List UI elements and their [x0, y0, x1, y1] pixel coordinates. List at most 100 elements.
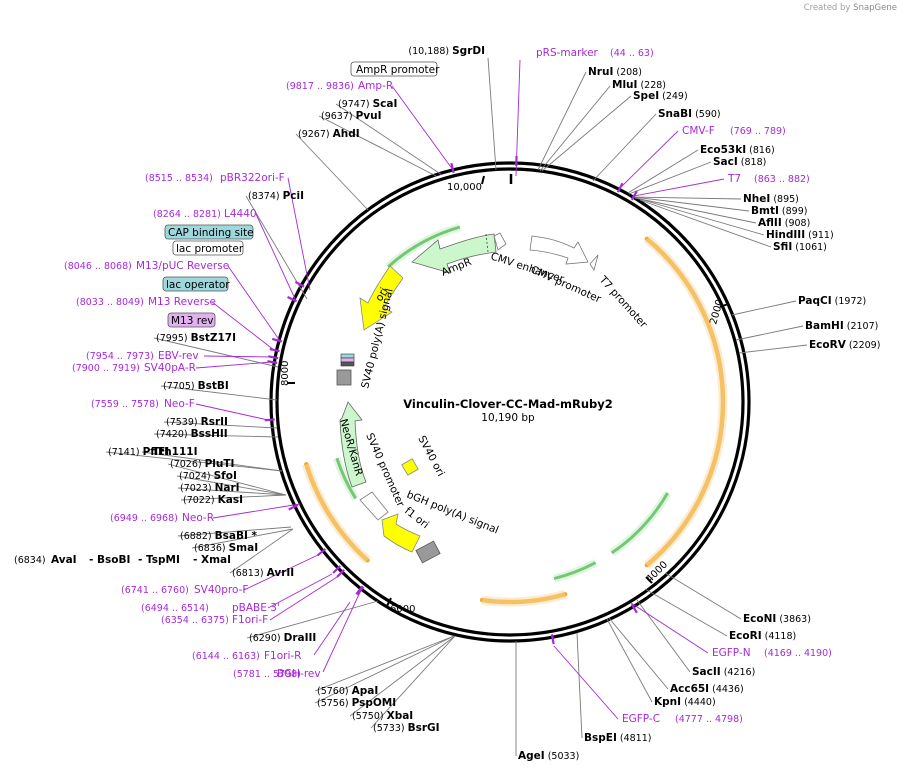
site-label-nrui: NruI (208) [588, 66, 642, 78]
primer-position-prs-marker: (44 .. 63) [610, 48, 654, 59]
tick-6000 [386, 597, 392, 607]
primer-position-amp-r: (9817 .. 9836) [286, 81, 354, 92]
site-position: (5733) [373, 723, 408, 734]
site-xmai: - XmaI [193, 554, 231, 566]
site-position: (7022) [183, 495, 218, 506]
site-label-rsrii: (7539) RsrII [166, 416, 228, 428]
site-position: (7539) [166, 417, 201, 428]
primer-tick-m13-puc-reverse [271, 337, 283, 343]
cds-clover-halo [609, 490, 672, 557]
leader-lines [105, 57, 808, 756]
primer-tick-cmv-f [616, 182, 624, 193]
site-name: BstZ17I [191, 332, 236, 344]
site-label-tth111i: - Tth111I [144, 446, 198, 458]
site-pcii: (8374) PciI [248, 190, 304, 202]
site-leader-hindiii [635, 197, 765, 236]
site-name: AvrII [267, 567, 295, 579]
site-position: (6836) [194, 543, 229, 554]
site-name: AhdI [333, 128, 360, 140]
boxed-label-lac-promoter: lac promoter [172, 240, 244, 256]
site-leader-nari [177, 487, 287, 496]
site-label-bstz17i: (7995) BstZ17I [156, 332, 236, 344]
site-leader-bsabi [177, 526, 292, 537]
site-position: (818) [738, 157, 767, 168]
site-bspei: BspEI (4811) [584, 732, 651, 744]
site-name: ScaI [373, 98, 398, 110]
primer-prs-marker: pRS-marker(44 .. 63) [536, 47, 654, 59]
site-leader-bsshii [153, 433, 279, 438]
site-bstz17i: (7995) BstZ17I [156, 332, 236, 344]
tick-10000 [481, 175, 485, 185]
site-apai: (5760) ApaI [317, 685, 378, 697]
site-label-xbai: (5750) XbaI [352, 710, 413, 722]
primer-tick-ebv-rev [268, 355, 279, 360]
feature-neor-kanr-arrow [339, 401, 367, 488]
site-position: (208) [613, 67, 642, 78]
site-label-ahdi: (9267) AhdI [298, 128, 360, 140]
primer-position-l4440: (8264 .. 8281) [153, 209, 221, 220]
site-sfii: SfiI (1061) [773, 241, 827, 253]
site-name: BsaBI * [215, 530, 258, 542]
site-name: AgeI [518, 750, 545, 762]
feature-ampr-promoter-arrow [493, 232, 507, 251]
site-position: (9267) [298, 129, 333, 140]
site-label-avrii: (6813) AvrII [232, 567, 294, 579]
site-position: (9747) [338, 99, 373, 110]
snapgene-credit: Created by SnapGene [804, 3, 897, 13]
feature-t7-promoter-arrow [589, 254, 599, 271]
primer-tick-m13-reverse [269, 347, 280, 353]
boxed-label-ampr-promoter: AmpR promoter [350, 61, 440, 77]
site-position: (7705) [163, 381, 198, 392]
site-label-ecorv: EcoRV (2209) [809, 339, 880, 351]
site-name: BstBI [198, 380, 229, 392]
site-label-spei: SpeI (249) [633, 90, 688, 102]
primer-ticks [264, 156, 638, 645]
site-position: (4216) [721, 667, 756, 678]
primer-leader-l4440 [255, 213, 297, 302]
site-position: (911) [805, 230, 834, 241]
site-kasi: (7022) KasI [183, 494, 243, 506]
primer-position-pbabe-3: (6494 .. 6514) [141, 603, 209, 614]
primer-name-amp-r: Amp-R [358, 80, 393, 92]
site-smai: (6836) SmaI [194, 542, 258, 554]
feature-sv40-promoter-arrow [359, 491, 389, 521]
site-label-bsobi: - BsoBI [89, 554, 130, 566]
site-position: (5750) [352, 711, 387, 722]
site-position: (7026) [170, 459, 205, 470]
primer-leader-egfp-n [630, 602, 709, 654]
site-snabi: SnaBI (590) [658, 108, 721, 120]
orf-arcs [302, 235, 728, 607]
tick-label-10000: 10,000 [447, 182, 482, 193]
ampr-promoter-label: AmpR promoter [356, 64, 440, 76]
boxed-label-cap-binding-site: CAP binding site [164, 224, 254, 240]
site-position: (4118) [762, 631, 797, 642]
site-leader-bspei [576, 632, 583, 739]
feature-cmv-promoter-label: CMV promoter [529, 264, 604, 306]
primer-position-cmv-f: (769 .. 789) [730, 126, 786, 137]
site-position: (7024) [179, 471, 214, 482]
primer-leader-neo-f [195, 403, 269, 421]
site-tth111i: - Tth111I [144, 446, 198, 458]
feature-ori-label: ori [373, 286, 390, 304]
primer-name-ebv-rev: EBV-rev [158, 350, 199, 362]
site-ecori: EcoRI (4118) [729, 630, 796, 642]
site-leader-draiii [246, 600, 379, 639]
site-leader-bamhi [735, 325, 804, 341]
site-spei: SpeI (249) [633, 90, 688, 102]
feature-f1-ori-arrow [381, 513, 421, 553]
tick-label-8000: 8000 [280, 361, 291, 386]
site-name: - TspMI [138, 554, 180, 566]
site-name: SmaI [229, 542, 259, 554]
primer-leader-pbabe-3 [267, 573, 333, 609]
site-position: (6882) [180, 531, 215, 542]
plasmid-length: 10,190 bp [481, 412, 535, 424]
site-label-pflfi: (7141) PflFI [108, 446, 169, 458]
primer-m13-puc-reverse: M13/pUC Reverse(8046 .. 8068) [64, 260, 229, 272]
site-name: AflII [758, 217, 782, 229]
cds-mruby2-segment-halo [552, 559, 598, 583]
site-ahdi: (9267) AhdI [298, 128, 360, 140]
site-bamhi: BamHI (2107) [805, 320, 878, 332]
site-name: - XmaI [193, 554, 231, 566]
site-leader-bstbi [160, 385, 278, 401]
